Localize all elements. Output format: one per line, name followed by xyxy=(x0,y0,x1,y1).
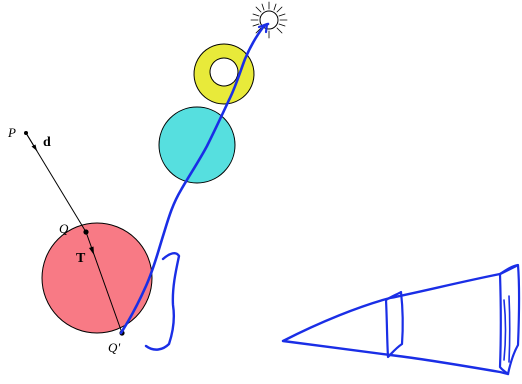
label-q-prime: Q' xyxy=(108,340,120,355)
label-d: d xyxy=(43,135,51,150)
point-q xyxy=(83,229,88,234)
ink-frustum-outline xyxy=(283,266,516,374)
ink-annotations xyxy=(121,24,519,374)
red-sphere xyxy=(42,223,152,333)
cyan-sphere xyxy=(159,107,235,183)
ink-far-plane-hatch xyxy=(504,296,510,362)
label-q: Q xyxy=(59,221,69,236)
label-t: T xyxy=(76,251,86,266)
point-p xyxy=(24,131,28,135)
sun-icon xyxy=(251,2,287,38)
torus-object xyxy=(194,44,254,104)
direction-arrow-d xyxy=(26,133,37,151)
ink-near-plane xyxy=(386,292,403,357)
label-p: P xyxy=(7,125,16,140)
